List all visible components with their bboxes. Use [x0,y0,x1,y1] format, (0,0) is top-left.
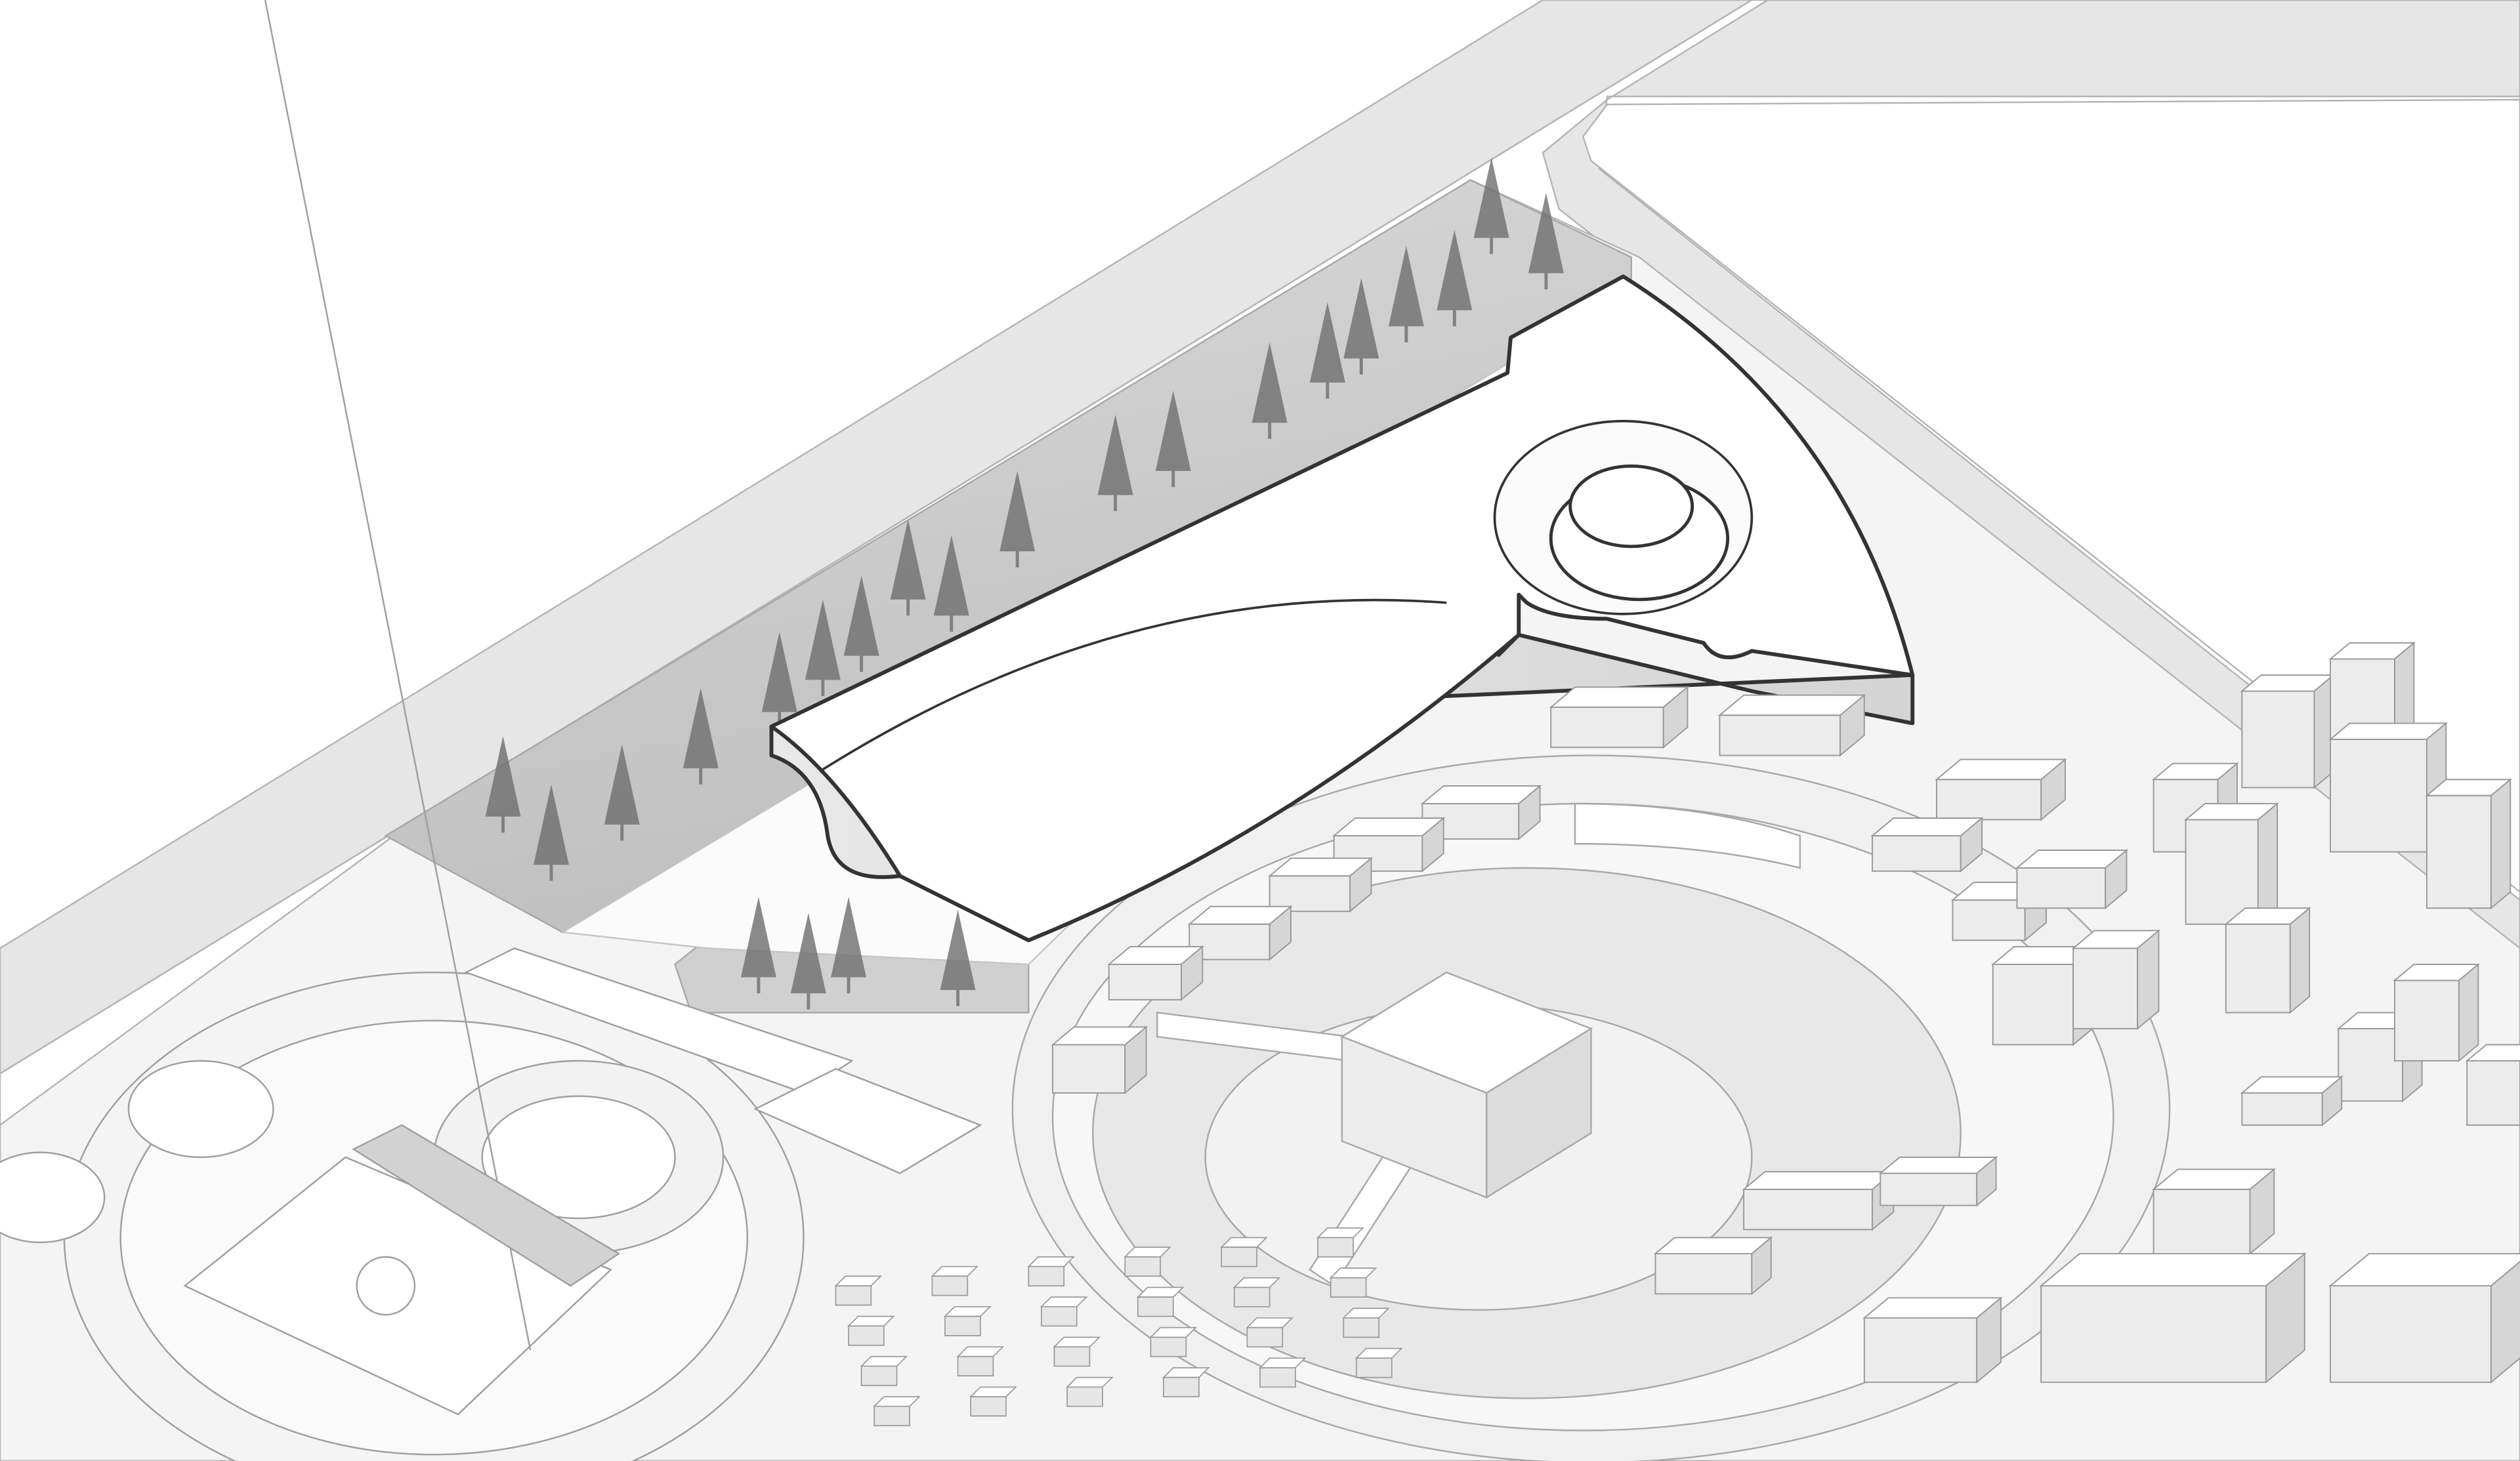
tree-icon [534,784,569,881]
building-block [1870,816,1984,873]
building-block [1862,1296,2003,1384]
tree-icon [831,897,866,994]
house-block [1220,1237,1268,1267]
house-block [1232,1277,1281,1307]
house-block [1316,1227,1364,1258]
building-block [1107,945,1205,1001]
building-block [2224,907,2311,1014]
tree-icon [1343,278,1379,375]
building-block [2240,1075,2343,1127]
building-block [1051,1025,1148,1095]
house-block [1136,1286,1185,1317]
sports-courts [464,947,854,1094]
tree-icon [790,913,826,1010]
house-block [969,1386,1017,1417]
house-block [1342,1307,1390,1338]
grandstand [352,1124,621,1287]
house-block [1354,1348,1403,1378]
tree-icon [1473,157,1509,255]
house-block [1149,1327,1198,1357]
tree-icon [604,744,640,841]
building-block [1742,1170,1896,1231]
tree-icon [843,575,879,672]
tree-icon [740,897,776,994]
tree-icon [1309,302,1345,399]
building-block [1935,758,2067,821]
tree-icon [890,519,926,616]
building-block [2015,848,2129,910]
house-block [1258,1357,1307,1388]
house-block [1027,1256,1075,1286]
stadium-complex [0,0,982,1461]
tree-icon [933,535,969,632]
house-block [1329,1267,1377,1298]
house-block [860,1355,908,1386]
building-block [1187,905,1293,961]
building-block [2071,929,2161,1031]
tree-icon [1155,390,1191,487]
building-block [2183,802,2279,926]
building-block [1717,693,1866,757]
building-block [2425,778,2513,910]
tree-icon [805,599,841,696]
trees [485,157,1564,1010]
house-block [1066,1376,1114,1407]
tree-icon [1251,342,1288,439]
building-block [2328,1252,2520,1384]
football-field [183,1156,612,1416]
surrounding-buildings [834,641,2520,1426]
central-hall [1340,971,1593,1199]
main-building-highlight [769,274,1915,943]
building-block [1653,1236,1773,1296]
tree-icon [1437,230,1473,327]
house-block [931,1266,979,1296]
tree-icon [485,736,521,833]
tree-icon [999,470,1036,567]
tree-icon [940,909,976,1006]
building-block [2039,1252,2307,1384]
house-block [1162,1367,1210,1397]
house-block [834,1275,883,1306]
house-block [1040,1296,1088,1327]
tree-icon [761,631,797,728]
house-block [847,1315,895,1346]
house-block [1053,1336,1101,1367]
building-block [2151,1168,2277,1256]
building-block [2393,962,2481,1063]
house-block [1246,1317,1294,1348]
roof-track [1568,464,1694,548]
house-block [956,1346,1005,1377]
tree-icon [682,688,719,785]
building-block [1549,686,1690,749]
building-block [1332,816,1446,873]
building-block [1267,857,1374,913]
house-block [873,1396,921,1426]
house-block [943,1306,992,1336]
building-block [1878,1155,1998,1207]
building-block [2240,673,2336,789]
tree-icon [1097,415,1133,512]
building-block [2465,1044,2520,1127]
house-block [1124,1246,1171,1277]
building-block [1420,784,1542,840]
tree-icon [1528,192,1564,289]
tree-icon [1388,245,1424,342]
